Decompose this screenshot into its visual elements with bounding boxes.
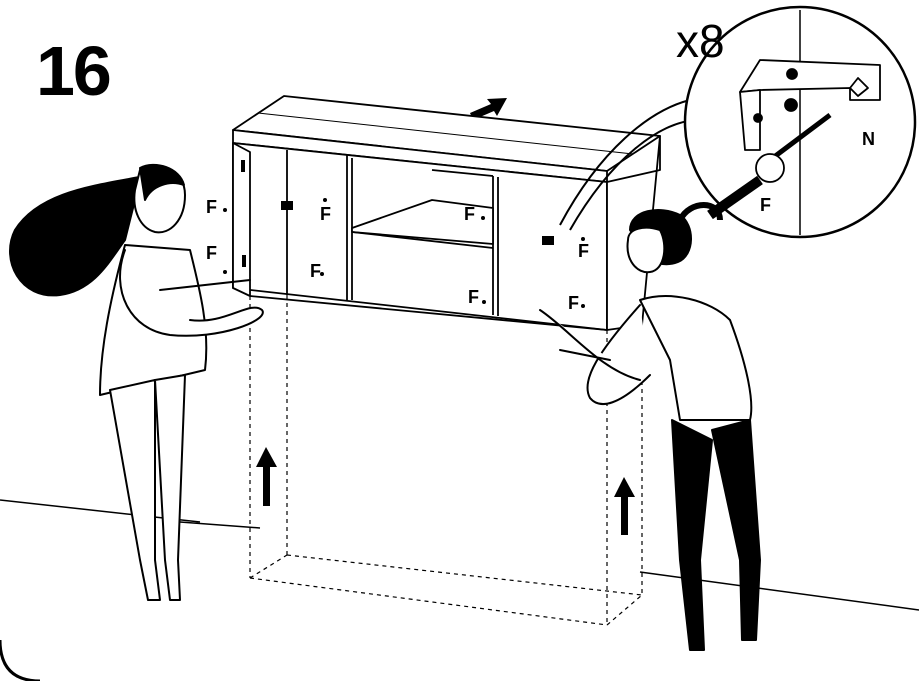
detail-screw-label: F <box>760 196 771 214</box>
cabinet-bracket-left <box>281 201 293 210</box>
screw-label-f: F <box>568 294 579 312</box>
screw-label-f: F <box>464 205 475 223</box>
lift-arrow-right <box>614 477 635 535</box>
cabinet-bracket-right <box>542 236 554 245</box>
screw-label-f: F <box>468 288 479 306</box>
lift-arrow-left <box>256 447 277 506</box>
screw-label-f: F <box>206 198 217 216</box>
step-number: 16 <box>36 36 110 106</box>
wall-cabinet <box>233 96 660 330</box>
screw-label-f: F <box>206 244 217 262</box>
screw-label-f: F <box>310 262 321 280</box>
screw-label-f: F <box>578 242 589 260</box>
frame-corner <box>0 640 40 681</box>
woman-figure <box>10 165 263 600</box>
detail-bracket-label: N <box>862 130 875 148</box>
screw-quantity: x8 <box>676 18 725 64</box>
screw-label-f: F <box>320 205 331 223</box>
